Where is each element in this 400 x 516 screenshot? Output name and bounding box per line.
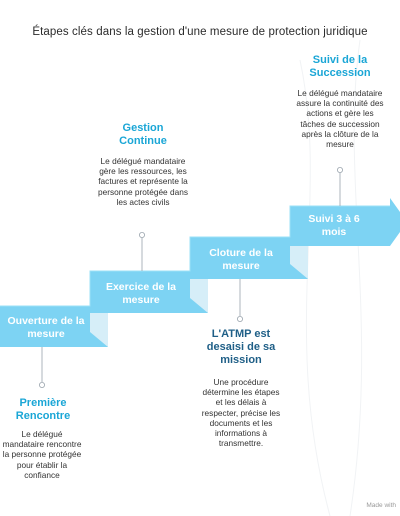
step-4-description: Le délégué mandataire assure la continui… bbox=[296, 88, 384, 150]
diagram-title: Étapes clés dans la gestion d'une mesure… bbox=[32, 26, 368, 38]
step-3-description: Une procédure détermine les étapes et le… bbox=[201, 377, 281, 449]
footer-credit: Made with bbox=[366, 502, 396, 509]
riser-1 bbox=[90, 313, 108, 347]
step-1-heading: Première Rencontre bbox=[15, 397, 71, 422]
step-1-description: Le délégué mandataire rencontre la perso… bbox=[2, 429, 82, 480]
step-2-description: Le délégué mandataire gère les ressource… bbox=[98, 156, 188, 207]
step-2-heading: Gestion Continue bbox=[119, 122, 167, 147]
step-label-exercice: Exercice de la mesure bbox=[105, 281, 177, 306]
step-label-suivi: Suivi 3 à 6 mois bbox=[308, 213, 360, 238]
staircase-body bbox=[0, 198, 400, 347]
step-3-heading: L'ATMP est desaisi de sa mission bbox=[206, 328, 276, 366]
step-label-cloture: Cloture de la mesure bbox=[209, 247, 273, 272]
riser-3 bbox=[290, 246, 308, 279]
step-label-ouverture: Ouverture de la mesure bbox=[7, 315, 85, 340]
step-4-heading: Suivi de la Succession bbox=[309, 54, 371, 79]
riser-2 bbox=[190, 279, 208, 313]
